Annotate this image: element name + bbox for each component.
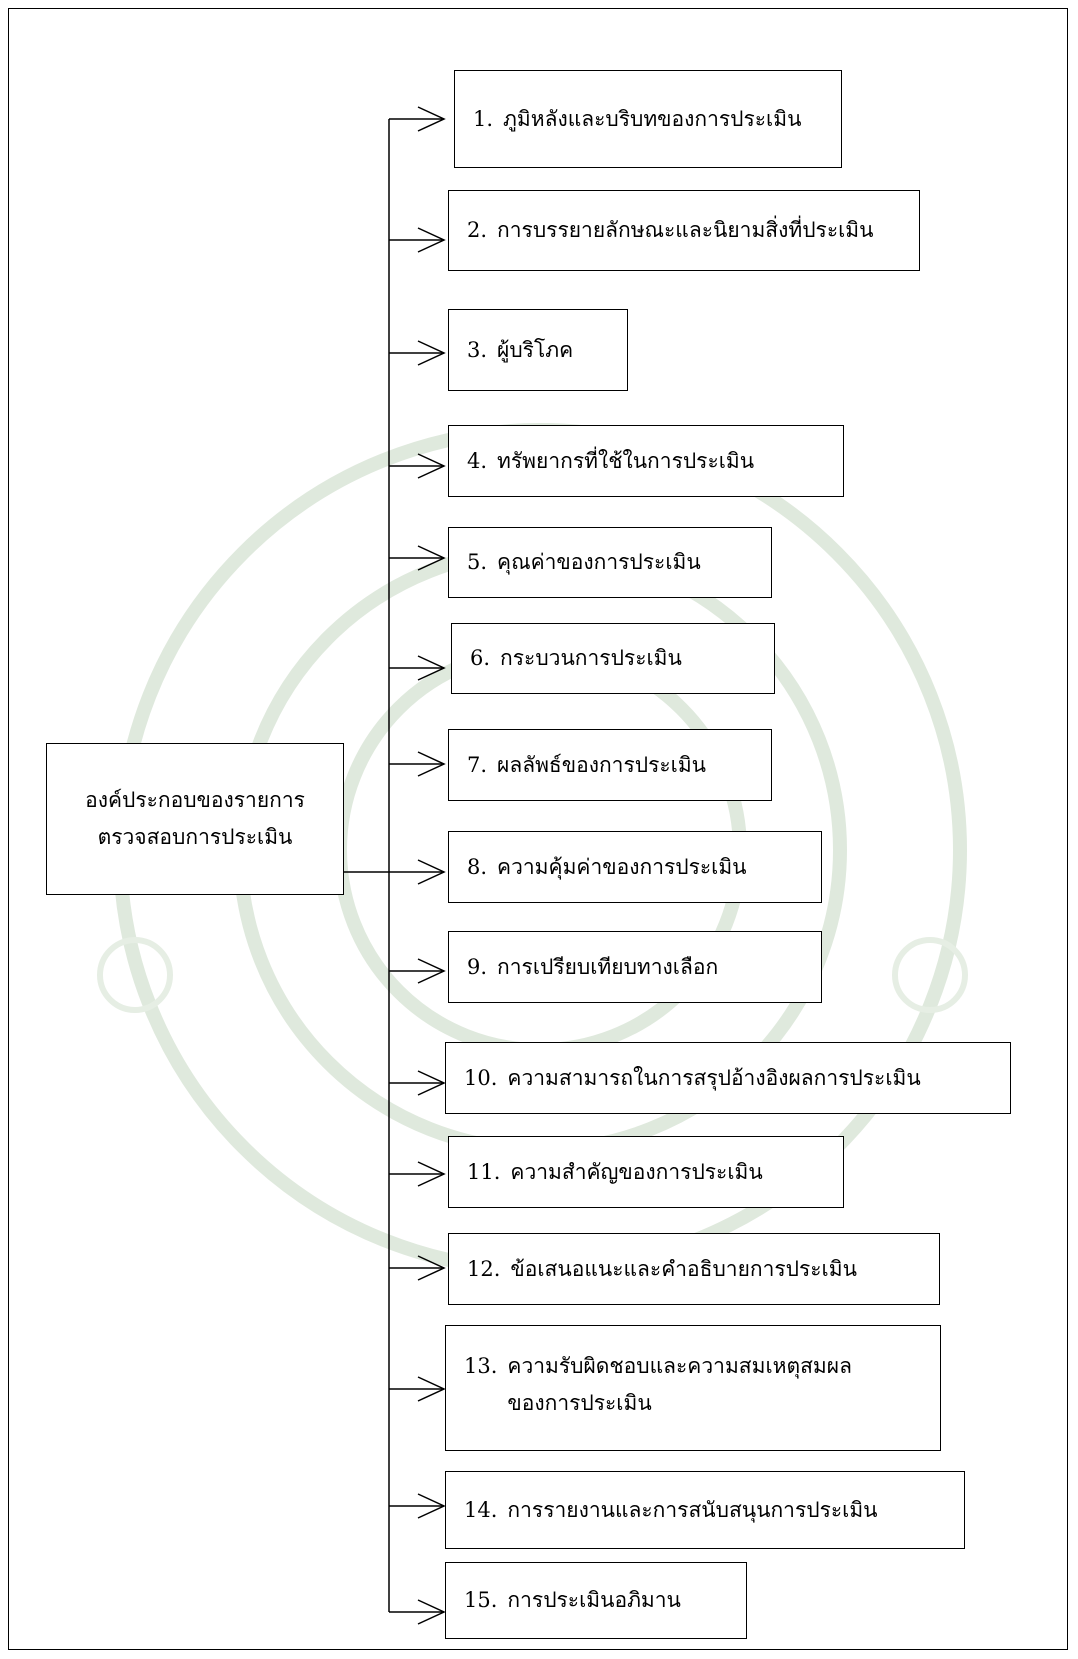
- item-label: ทรัพยากรที่ใช้ในการประเมิน: [497, 448, 755, 473]
- arrow-5-head: [417, 545, 446, 571]
- arrow-2-head: [417, 227, 446, 253]
- item-number: 10.: [464, 1065, 498, 1090]
- item-label: การเปรียบเทียบทางเลือก: [497, 954, 719, 979]
- item-label: การประเมินอภิมาน: [507, 1588, 681, 1612]
- item-label: ความสำคัญของการประเมิน: [510, 1159, 763, 1184]
- item-box-15: 15. การประเมินอภิมาน: [445, 1562, 747, 1639]
- item-number: 11.: [467, 1159, 501, 1184]
- item-label: ภูมิหลังและบริบทของการประเมิน: [503, 106, 802, 131]
- arrow-12-head: [417, 1255, 446, 1281]
- item-number: 15.: [464, 1588, 498, 1612]
- arrow-15-head: [417, 1599, 446, 1625]
- item-number: 12.: [467, 1256, 501, 1281]
- item-box-14: 14. การรายงานและการสนับสนุนการประเมิน: [445, 1471, 965, 1549]
- item-label: ความรับผิดชอบและความสมเหตุสมผล: [507, 1354, 852, 1378]
- arrow-8-head: [417, 859, 446, 885]
- arrow-9-head: [417, 958, 446, 984]
- item-box-8: 8. ความคุ้มค่าของการประเมิน: [448, 831, 822, 903]
- diagram-frame: [8, 8, 1068, 1650]
- arrow-1-head: [417, 106, 446, 132]
- item-box-9: 9. การเปรียบเทียบทางเลือก: [448, 931, 822, 1003]
- root-line-1: องค์ประกอบของรายการ: [85, 788, 305, 812]
- item-number: 5.: [467, 550, 488, 574]
- item-number: 7.: [467, 752, 488, 777]
- item-label: ความสามารถในการสรุปอ้างอิงผลการประเมิน: [507, 1065, 921, 1090]
- item-label-line-2: ของการประเมิน: [507, 1391, 652, 1415]
- item-label: ความคุ้มค่าของการประเมิน: [497, 854, 747, 879]
- arrow-4-head: [417, 453, 446, 479]
- item-box-11: 11. ความสำคัญของการประเมิน: [448, 1136, 844, 1208]
- item-label: กระบวนการประเมิน: [500, 646, 682, 670]
- arrow-10-head: [417, 1070, 446, 1096]
- item-number: 6.: [470, 646, 491, 670]
- item-label: คุณค่าของการประเมิน: [497, 550, 701, 574]
- item-box-10: 10. ความสามารถในการสรุปอ้างอิงผลการประเม…: [445, 1042, 1011, 1114]
- item-label: ข้อเสนอแนะและคำอธิบายการประเมิน: [510, 1256, 857, 1281]
- item-box-2: 2. การบรรยายลักษณะและนิยามสิ่งที่ประเมิน: [448, 190, 920, 271]
- arrow-13-head: [417, 1376, 446, 1402]
- arrow-14-head: [417, 1493, 446, 1519]
- item-label-block: ความรับผิดชอบและความสมเหตุสมผล ของการประ…: [507, 1348, 852, 1422]
- item-number: 3.: [467, 337, 488, 362]
- item-label: ผลลัพธ์ของการประเมิน: [497, 752, 707, 777]
- item-box-5: 5. คุณค่าของการประเมิน: [448, 527, 772, 598]
- arrow-3-head: [417, 340, 446, 366]
- item-number: 4.: [467, 448, 488, 473]
- item-number: 9.: [467, 954, 488, 979]
- arrow-11-head: [417, 1161, 446, 1187]
- item-number: 1.: [473, 106, 494, 131]
- item-box-4: 4. ทรัพยากรที่ใช้ในการประเมิน: [448, 425, 844, 497]
- item-box-12: 12. ข้อเสนอแนะและคำอธิบายการประเมิน: [448, 1233, 940, 1305]
- item-number: 2.: [467, 218, 488, 242]
- item-box-3: 3. ผู้บริโภค: [448, 309, 628, 391]
- arrow-6-head: [417, 655, 446, 681]
- item-label: ผู้บริโภค: [497, 337, 574, 362]
- root-line-2: ตรวจสอบการประเมิน: [97, 825, 293, 849]
- item-box-7: 7. ผลลัพธ์ของการประเมิน: [448, 729, 772, 801]
- item-box-1: 1. ภูมิหลังและบริบทของการประเมิน: [454, 70, 842, 168]
- item-label: การบรรยายลักษณะและนิยามสิ่งที่ประเมิน: [497, 218, 874, 242]
- item-box-13: 13. ความรับผิดชอบและความสมเหตุสมผล ของกา…: [445, 1325, 941, 1451]
- item-number: 8.: [467, 854, 488, 879]
- root-box: องค์ประกอบของรายการ ตรวจสอบการประเมิน: [46, 743, 344, 895]
- arrow-7-head: [417, 751, 446, 777]
- item-label: การรายงานและการสนับสนุนการประเมิน: [507, 1497, 878, 1522]
- item-number: 14.: [464, 1497, 498, 1522]
- item-number: 13.: [464, 1354, 498, 1378]
- item-box-6: 6. กระบวนการประเมิน: [451, 623, 775, 694]
